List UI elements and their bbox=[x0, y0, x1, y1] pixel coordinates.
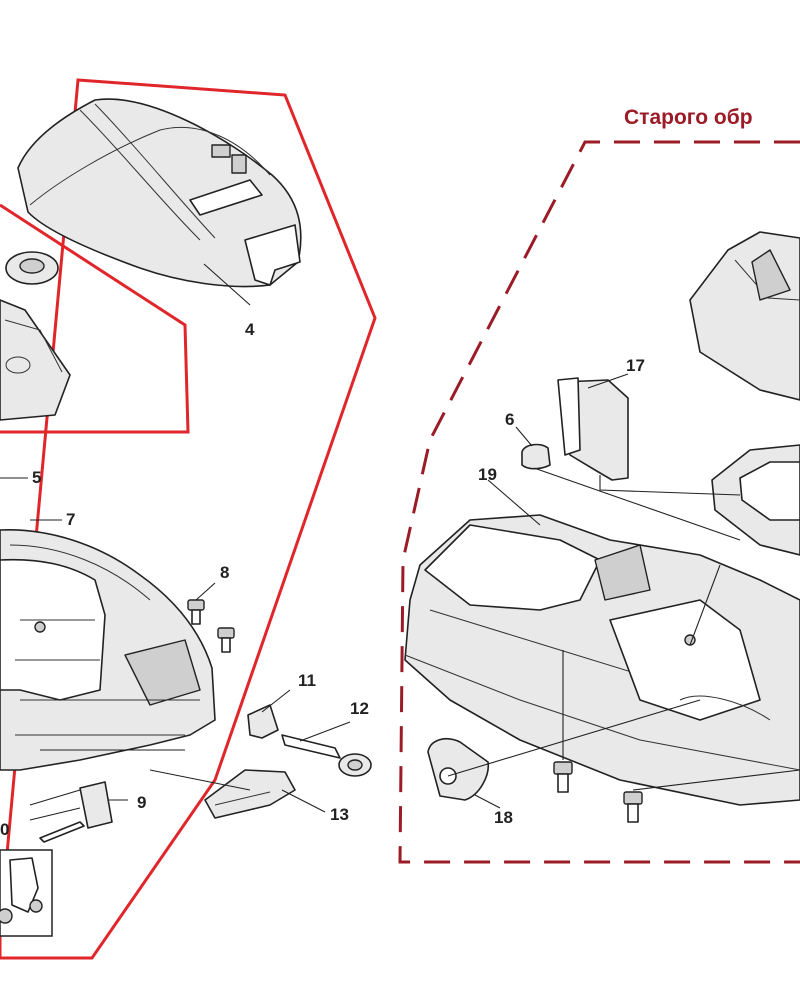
clip-part-11 bbox=[247, 704, 279, 739]
rod-part-10 bbox=[39, 821, 85, 843]
wheel-bracket-icon bbox=[0, 849, 53, 937]
cover-base-fragment bbox=[0, 251, 71, 421]
callout-5: 5 bbox=[32, 468, 41, 487]
left-group-outline bbox=[0, 78, 377, 960]
callout-10: 0 bbox=[0, 820, 9, 839]
screws-bottom-right bbox=[553, 761, 643, 823]
callout-7: 7 bbox=[66, 510, 75, 529]
seat-back-part bbox=[689, 231, 800, 401]
latch-part-18 bbox=[427, 738, 490, 801]
lid-frame-part bbox=[711, 444, 800, 556]
callout-18: 18 bbox=[494, 808, 513, 827]
callout-11: 11 bbox=[298, 671, 316, 690]
callout-6: 6 bbox=[505, 410, 514, 429]
callout-4: 4 bbox=[245, 320, 255, 339]
callout-9: 9 bbox=[137, 793, 146, 812]
cover-subgroup-outline bbox=[0, 203, 190, 434]
callout-8: 8 bbox=[220, 563, 229, 582]
cap-part-6 bbox=[521, 443, 551, 470]
pin-part-12 bbox=[281, 734, 372, 777]
plate-part-9 bbox=[79, 781, 113, 829]
bracket-plate-part-17 bbox=[557, 377, 629, 481]
top-cover-part bbox=[17, 98, 302, 288]
section-heading: Старого обр bbox=[624, 106, 753, 129]
right-housing-part-19 bbox=[404, 514, 800, 806]
right-group-outline bbox=[398, 140, 800, 864]
left-housing-part bbox=[0, 529, 216, 771]
callout-12: 12 bbox=[350, 699, 369, 718]
callout-19: 19 bbox=[478, 465, 497, 484]
callout-17: 17 bbox=[626, 356, 645, 375]
left-leader-lines bbox=[0, 263, 351, 821]
callout-13: 13 bbox=[330, 805, 349, 824]
right-leader-lines bbox=[447, 373, 800, 809]
bracket-part-13 bbox=[204, 769, 296, 819]
